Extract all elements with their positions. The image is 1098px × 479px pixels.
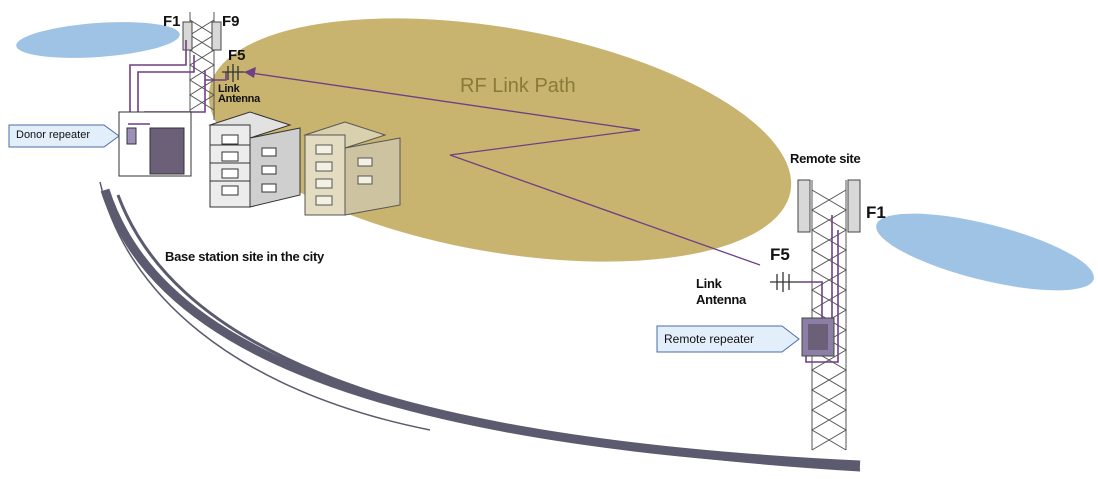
donor-repeater-box	[118, 111, 192, 177]
donor-link-antenna	[222, 64, 244, 82]
remote-f5-label: F5	[770, 245, 790, 264]
donor-repeater-callout: Donor repeater	[8, 124, 120, 148]
rf-link-path-label: RF Link Path	[460, 75, 576, 97]
donor-repeater-label: Donor repeater	[16, 129, 90, 141]
remote-f1-label: F1	[866, 203, 886, 222]
donor-f9-label: F9	[222, 13, 240, 30]
remote-link-antenna	[770, 272, 800, 292]
rf-link-line	[243, 71, 761, 266]
donor-tower	[182, 12, 222, 120]
remote-coverage-lobe	[876, 213, 1094, 291]
remote-link-antenna-label: Link Antenna	[696, 276, 746, 307]
donor-link-antenna-label: Link Antenna	[218, 83, 260, 105]
donor-f5-label: F5	[228, 47, 246, 64]
remote-tower	[797, 179, 861, 451]
donor-f1-label: F1	[163, 13, 181, 30]
remote-site-label: Remote site	[790, 151, 861, 166]
city-building-left	[208, 111, 301, 208]
remote-repeater-label: Remote repeater	[664, 332, 755, 346]
remote-repeater-box	[801, 317, 835, 357]
city-building-right	[303, 121, 401, 216]
donor-coverage-lobe	[16, 22, 180, 58]
rf-link-arrowhead	[244, 67, 256, 78]
base-station-site-label: Base station site in the city	[165, 249, 324, 264]
ground-road	[97, 181, 861, 472]
remote-repeater-callout: Remote repeater	[656, 325, 800, 353]
